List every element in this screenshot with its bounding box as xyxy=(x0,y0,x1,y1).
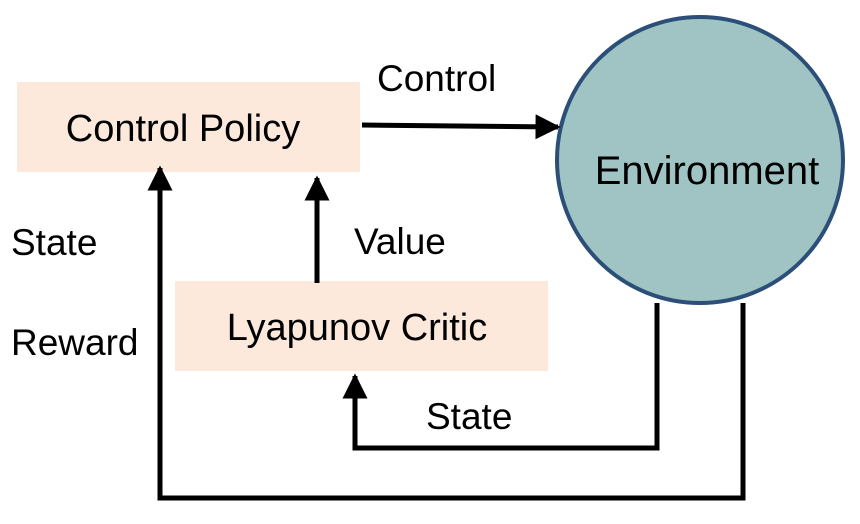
state-reward-arrow xyxy=(147,165,746,501)
state-feedback-label: State xyxy=(426,396,512,437)
control-policy-box xyxy=(17,82,360,172)
environment-circle xyxy=(555,15,845,305)
lyapunov-critic-node: Lyapunov Critic xyxy=(175,281,548,371)
control-policy-label: Control Policy xyxy=(66,108,300,150)
control-policy-node: Control Policy xyxy=(17,82,360,172)
value-edge-label: Value xyxy=(354,221,446,262)
environment-node: Environment xyxy=(555,15,845,305)
lyapunov-critic-box xyxy=(175,281,548,371)
control-arrow xyxy=(361,114,561,140)
state-feedback-arrow xyxy=(342,303,660,451)
control-edge-label: Control xyxy=(377,58,496,99)
reward-left-label: Reward xyxy=(11,322,139,363)
state-left-label: State xyxy=(11,222,97,263)
lyapunov-critic-label: Lyapunov Critic xyxy=(227,307,488,349)
environment-label: Environment xyxy=(595,149,820,193)
